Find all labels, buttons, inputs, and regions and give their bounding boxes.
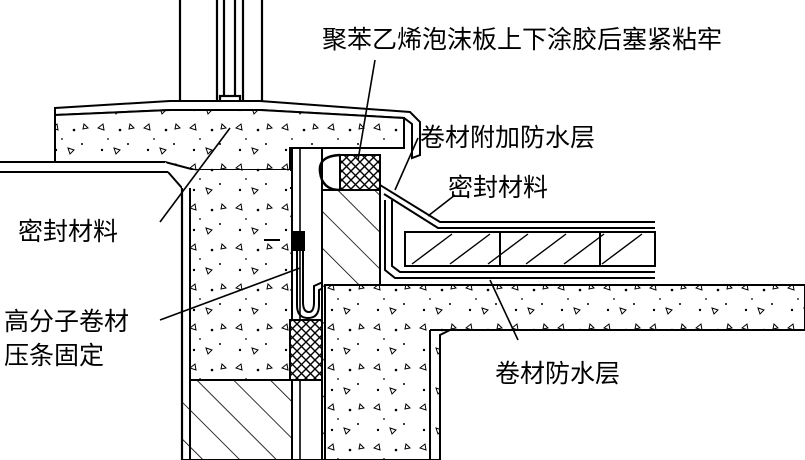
roof-slab xyxy=(324,284,805,460)
label-membrane-waterproof-layer: 卷材防水层 xyxy=(495,359,620,388)
left-ledge xyxy=(0,162,180,460)
label-sealant-left: 密封材料 xyxy=(18,217,118,246)
label-strip-fixing: 压条固定 xyxy=(4,341,104,370)
label-additional-waterproof-layer: 卷材附加防水层 xyxy=(420,123,595,152)
window-frame xyxy=(178,0,264,112)
label-foam-board: 聚苯乙烯泡沫板上下涂胶后塞紧粘牢 xyxy=(322,25,722,54)
insulation-gap xyxy=(289,147,323,460)
wall-concrete-band xyxy=(182,170,290,380)
label-polymer-membrane: 高分子卷材 xyxy=(4,307,129,336)
foam-board-top xyxy=(318,153,381,192)
roof-insulation-board xyxy=(404,231,656,267)
membrane-layers xyxy=(379,184,655,279)
label-sealant-right: 密封材料 xyxy=(448,173,548,202)
polymer-strip-fixing xyxy=(264,231,356,320)
leader-lines xyxy=(159,59,519,341)
